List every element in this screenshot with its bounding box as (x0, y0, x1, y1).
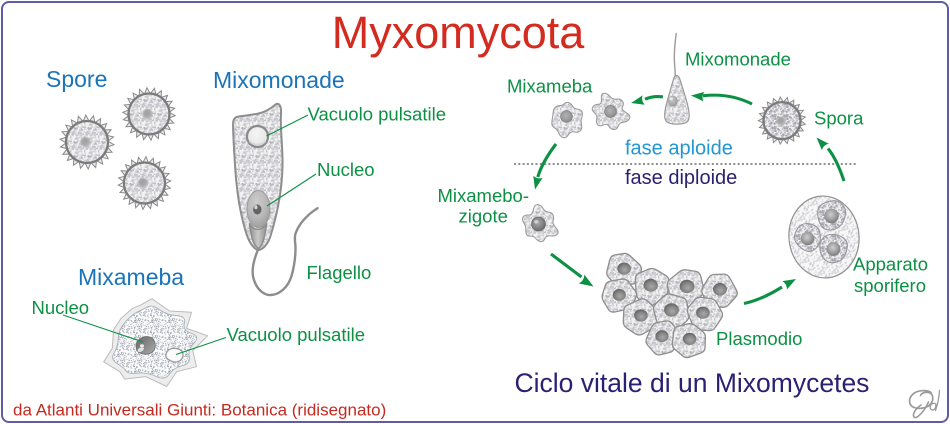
svg-text:fase aploide: fase aploide (625, 138, 733, 160)
svg-text:Vacuolo pulsatile: Vacuolo pulsatile (308, 104, 447, 125)
svg-text:Mixomonade: Mixomonade (685, 49, 791, 70)
svg-text:Mixameba: Mixameba (78, 264, 184, 290)
svg-text:Myxomycota: Myxomycota (332, 7, 586, 58)
svg-text:zigote: zigote (459, 206, 508, 227)
svg-text:Apparato: Apparato (853, 254, 928, 275)
svg-text:Nucleo: Nucleo (32, 297, 90, 318)
svg-text:Mixameba: Mixameba (507, 76, 593, 97)
svg-text:sporifero: sporifero (854, 275, 926, 296)
svg-text:da Atlanti Universali Giunti:: da Atlanti Universali Giunti: Botanica (… (13, 401, 386, 420)
svg-text:Ciclo vitale di un Mixomycetes: Ciclo vitale di un Mixomycetes (515, 368, 870, 398)
svg-text:Plasmodio: Plasmodio (716, 328, 802, 349)
svg-text:Flagello: Flagello (307, 262, 372, 283)
svg-text:Vacuolo pulsatile: Vacuolo pulsatile (227, 324, 366, 345)
svg-text:Spore: Spore (46, 66, 107, 92)
svg-text:Mixamebo-: Mixamebo- (438, 185, 530, 206)
svg-text:fase diploide: fase diploide (625, 167, 737, 189)
svg-text:Spora: Spora (814, 108, 864, 129)
svg-text:Nucleo: Nucleo (317, 159, 375, 180)
svg-text:Mixomonade: Mixomonade (213, 67, 345, 93)
